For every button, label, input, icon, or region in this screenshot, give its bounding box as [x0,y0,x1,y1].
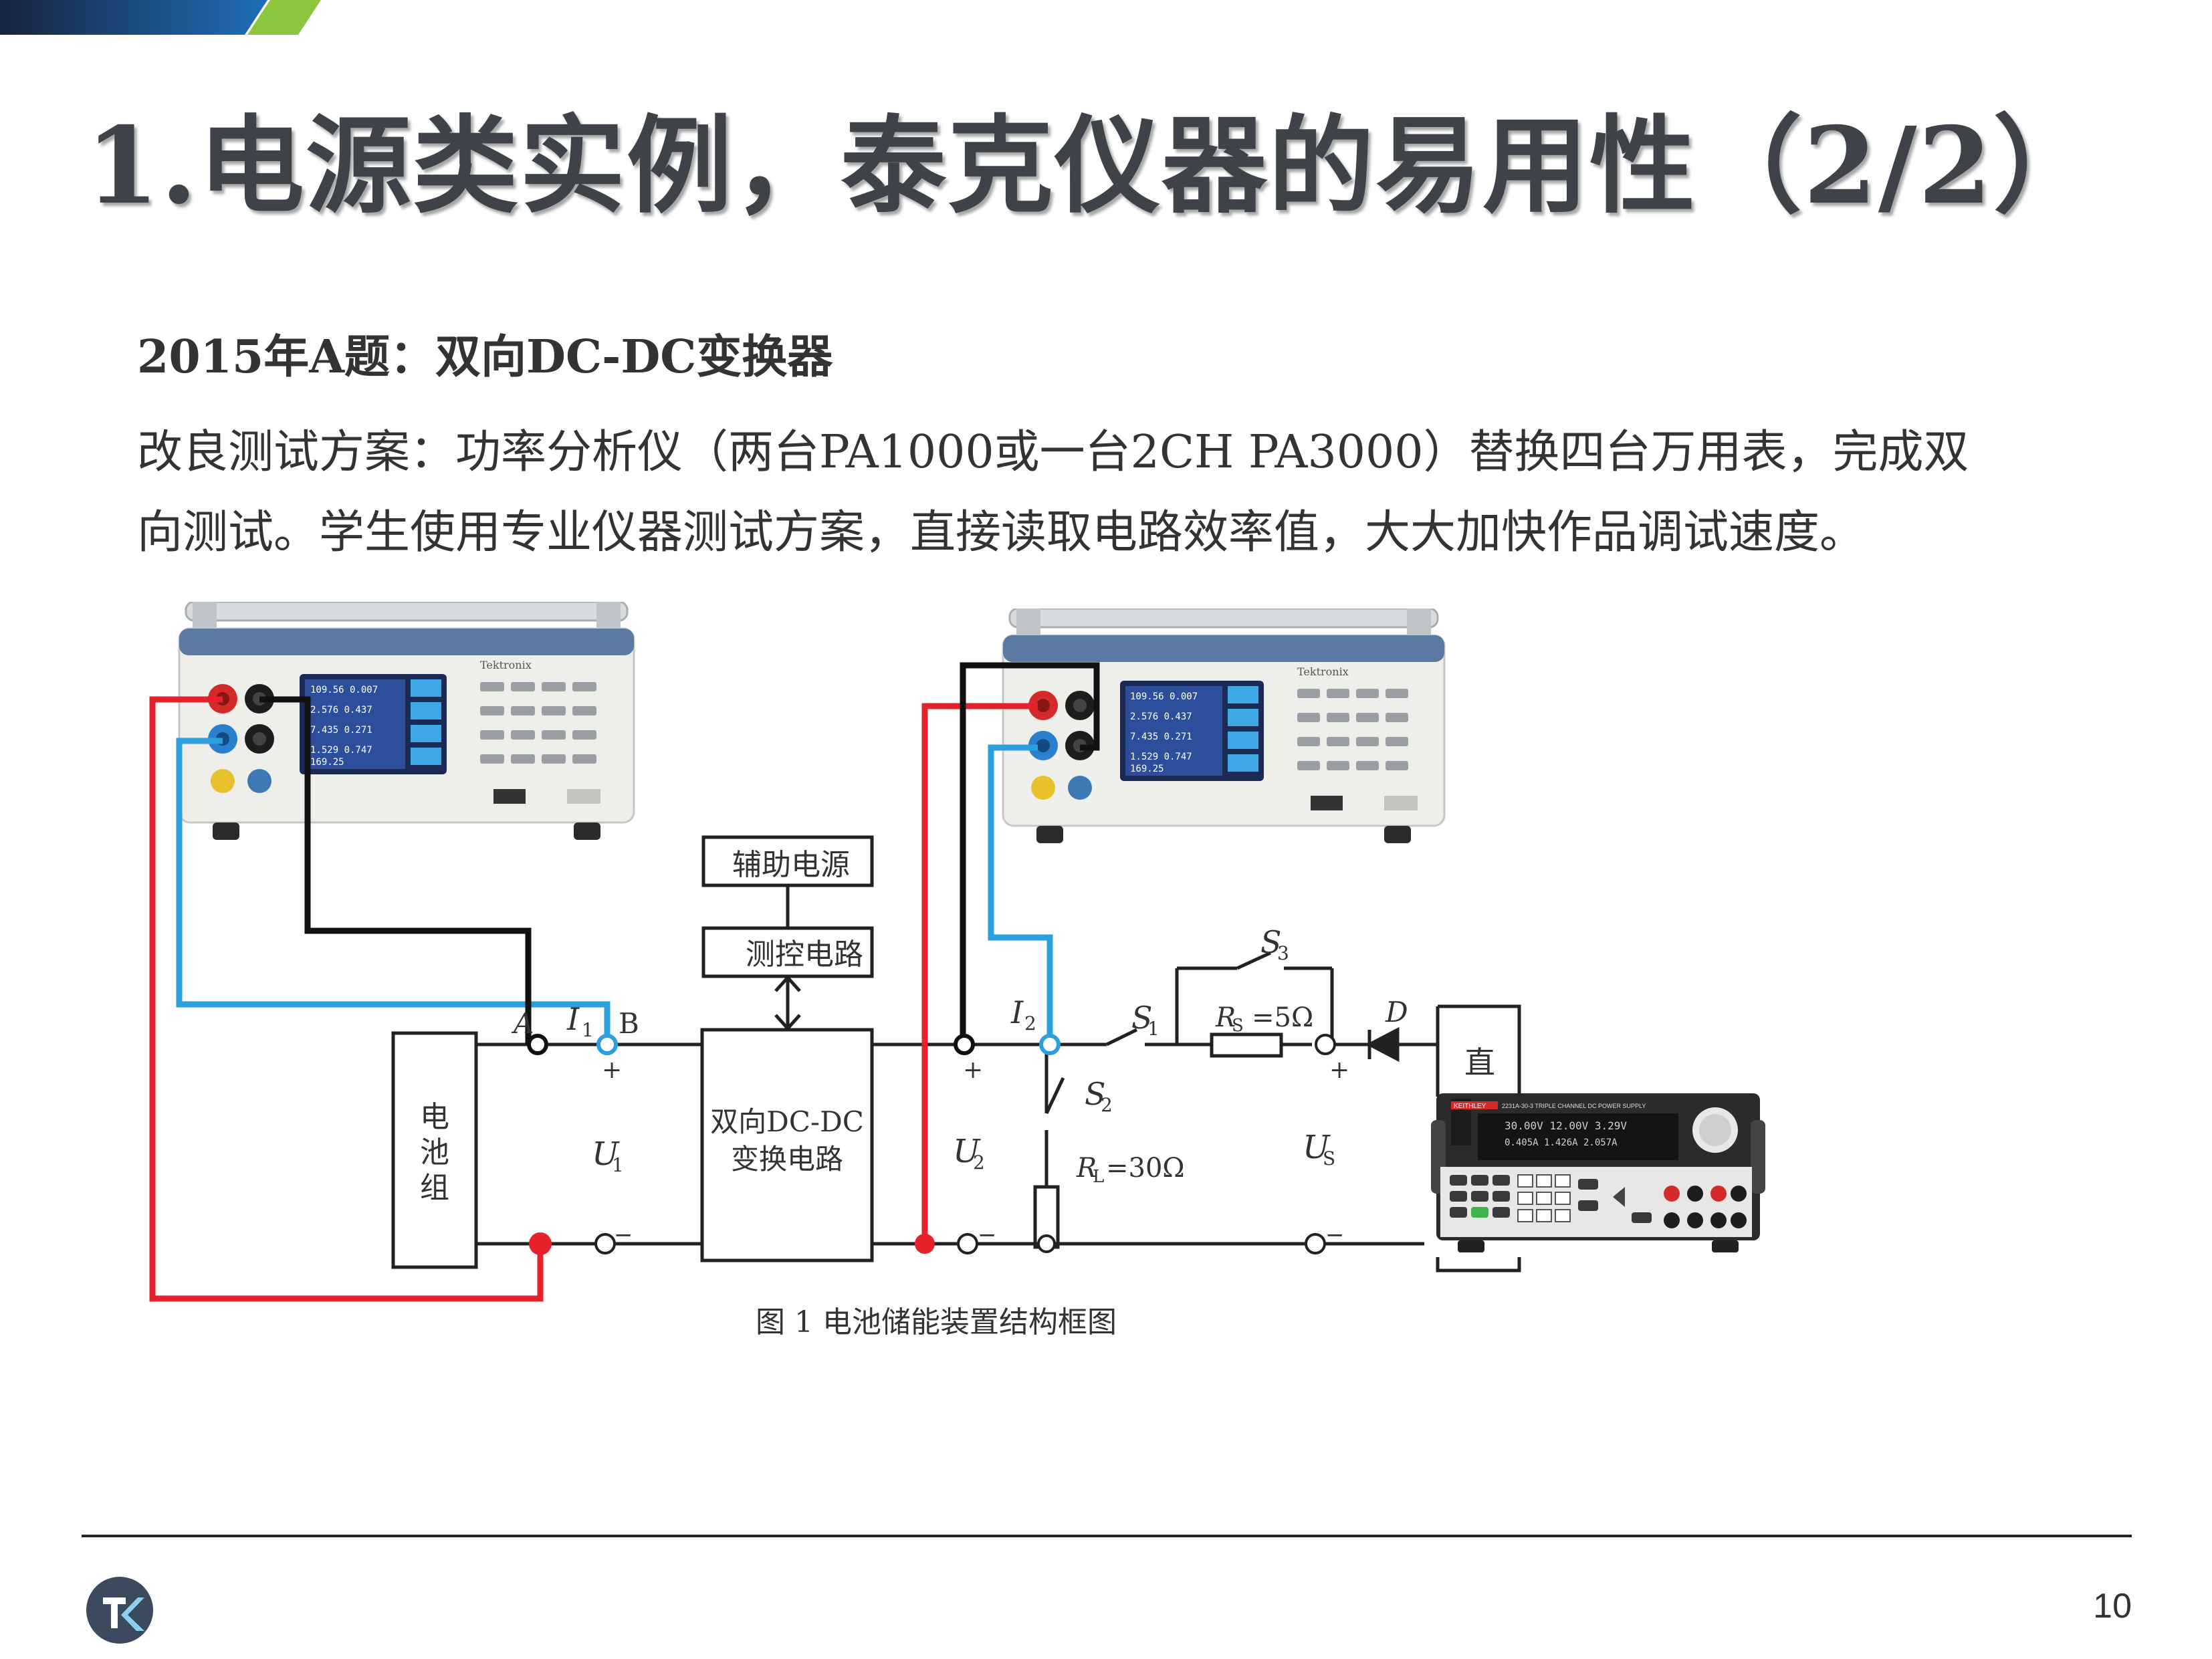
voltage-U1-label: U [592,1135,620,1173]
svg-text:2.576 0.437: 2.576 0.437 [1130,711,1192,722]
power-analyzer-right: 109.56 0.007 2.576 0.437 7.435 0.271 1.5… [1002,609,1446,843]
battery-label-1: 电 [420,1100,449,1134]
switch-S2-label: S [1085,1076,1106,1112]
voltage-Us-label: U [1303,1129,1331,1166]
voltage-U1-sub: 1 [612,1154,624,1176]
slide-title: 1.电源类实例，泰克仪器的易用性（2/2） [86,104,2100,228]
switch-S2-sub: 2 [1101,1094,1113,1116]
tk-logo-icon [86,1577,153,1644]
switch-S3-sub: 3 [1277,942,1289,964]
resistor-Rs [1210,1032,1283,1058]
aux-power-label: 辅助电源 [732,848,850,882]
converter-box [700,1028,874,1262]
svg-text:2.576 0.437: 2.576 0.437 [310,705,372,715]
current-I1-label: I [566,1001,580,1037]
psu-model: 2231A-30-3 TRIPLE CHANNEL DC POWER SUPPL… [1502,1103,1646,1109]
switch-S1-sub: 1 [1147,1018,1159,1040]
svg-text:7.435 0.271: 7.435 0.271 [1130,732,1192,742]
header-accent-bars [0,0,321,35]
voltage-Us-sub: S [1323,1147,1335,1170]
voltage-U2-sub: 2 [973,1151,985,1174]
psu-brand: KEITHLEY [1454,1103,1486,1110]
current-I1-sub: 1 [582,1019,594,1041]
battery-label-2: 池 [420,1135,449,1170]
Us-plus: + [1329,1057,1349,1084]
resistor-Rs-label: R [1215,1002,1236,1033]
analyzer-right-brand: Tektronix [1297,665,1349,678]
figure-caption: 图 1 电池储能装置结构框图 [756,1305,1117,1339]
node-B-label: B [619,1007,639,1040]
node-A-label: A [511,1007,534,1040]
battery-box [391,1031,478,1269]
svg-text:109.56 0.007: 109.56 0.007 [1130,691,1198,702]
switch-S3-label: S [1260,924,1282,960]
svg-text:1.529 0.747: 1.529 0.747 [310,745,372,756]
svg-text:1.529 0.747: 1.529 0.747 [1130,752,1192,762]
power-analyzer-left: 109.56 0.007 2.576 0.437 7.435 0.271 1.5… [178,602,635,840]
svg-text:169.25: 169.25 [310,757,344,768]
psu-readout-current: 0.405A 1.426A 2.057A [1505,1137,1618,1148]
battery-label-3: 组 [420,1171,449,1205]
body-text-line-1: 改良测试方案：功率分析仪（两台PA1000或一台2CH PA3000）替换四台万… [137,426,1969,479]
converter-label-2: 变换电路 [731,1143,843,1176]
U2-minus: − [978,1222,997,1248]
current-I2-label: I [1010,994,1024,1030]
diode-D-label: D [1385,996,1408,1028]
current-I2-sub: 2 [1024,1012,1036,1034]
svg-text:7.435 0.271: 7.435 0.271 [310,725,372,736]
U1-plus: + [602,1057,622,1084]
psu-readout-voltage: 30.00V 12.00V 3.29V [1505,1119,1627,1132]
resistor-RL-label: R [1076,1153,1097,1184]
dc-power-supply: KEITHLEY 2231A-30-3 TRIPLE CHANNEL DC PO… [1431,1093,1765,1252]
voltage-U2-label: U [953,1133,981,1170]
footer-divider [82,1535,2132,1537]
body-text-line-2: 向测试。学生使用专业仪器测试方案，直接读取电路效率值，大大加快作品调试速度。 [137,506,1866,559]
measure-control-label: 测控电路 [746,937,863,972]
svg-text:109.56 0.007: 109.56 0.007 [310,685,378,695]
dc-source-label: 直 [1464,1044,1495,1081]
switch-S1-label: S [1131,1000,1153,1036]
Us-minus: − [1325,1222,1345,1248]
resistor-RL-value: =30Ω [1106,1153,1185,1184]
U1-minus: − [614,1222,633,1248]
converter-label-1: 双向DC-DC [710,1105,864,1138]
resistor-Rs-sub: S [1232,1016,1244,1036]
page-number: 10 [2093,1587,2132,1626]
svg-text:169.25: 169.25 [1130,764,1164,774]
section-subheading: 2015年A题：双向DC-DC变换器 [137,330,833,384]
resistor-RL-sub: L [1093,1167,1104,1187]
resistor-Rs-value: =5Ω [1252,1002,1313,1033]
U2-plus: + [963,1057,983,1084]
analyzer-left-brand: Tektronix [480,659,532,671]
